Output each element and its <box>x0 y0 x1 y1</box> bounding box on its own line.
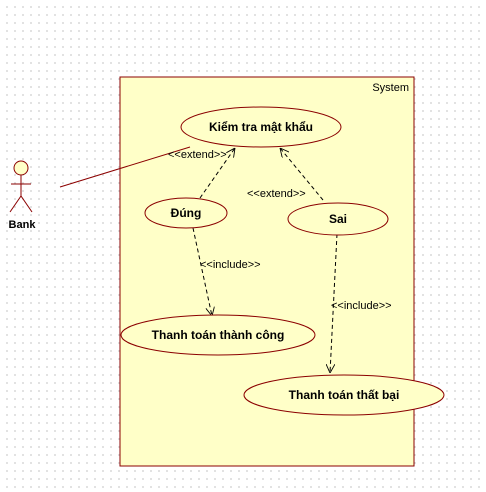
extend-sai-arrow[interactable] <box>280 148 324 201</box>
usecase-thanh-toan-that-bai[interactable]: Thanh toán thất bại <box>243 374 445 416</box>
actor-bank[interactable]: Bank <box>9 160 37 231</box>
actor-left-leg <box>9 195 22 213</box>
actor-head <box>13 160 29 176</box>
include-dung-label: <<include>> <box>200 259 261 271</box>
usecase-thanh-toan-thanh-cong[interactable]: Thanh toán thành công <box>120 314 316 356</box>
usecase-label: Kiểm tra mật khẩu <box>209 120 313 134</box>
usecase-ellipse <box>144 197 228 229</box>
usecase-sai[interactable]: Sai <box>287 202 389 236</box>
usecase-ellipse <box>287 202 389 236</box>
usecase-kiem-tra-mat-khau[interactable]: Kiểm tra mật khẩu <box>180 106 342 148</box>
include-sai-arrow[interactable] <box>330 233 338 373</box>
actor-right-leg <box>20 195 33 213</box>
association-bank-kiem-tra[interactable] <box>59 146 191 188</box>
extend-dung-label: <<extend>> <box>168 149 227 161</box>
usecase-dung[interactable]: Đúng <box>144 197 228 229</box>
include-sai-label: <<include>> <box>331 300 392 312</box>
usecase-label: Thanh toán thành công <box>152 328 285 342</box>
usecase-ellipse <box>120 314 316 356</box>
extend-sai-label: <<extend>> <box>247 188 306 200</box>
usecase-label: Thanh toán thất bại <box>289 388 400 402</box>
usecase-label: Đúng <box>171 206 202 220</box>
actor-label: Bank <box>9 219 37 231</box>
system-label: System <box>372 82 409 94</box>
usecase-label: Sai <box>329 212 347 226</box>
extend-dung-arrow[interactable] <box>199 148 235 199</box>
include-dung-arrow[interactable] <box>192 227 212 316</box>
usecase-ellipse <box>243 374 445 416</box>
usecase-ellipse <box>180 106 342 148</box>
